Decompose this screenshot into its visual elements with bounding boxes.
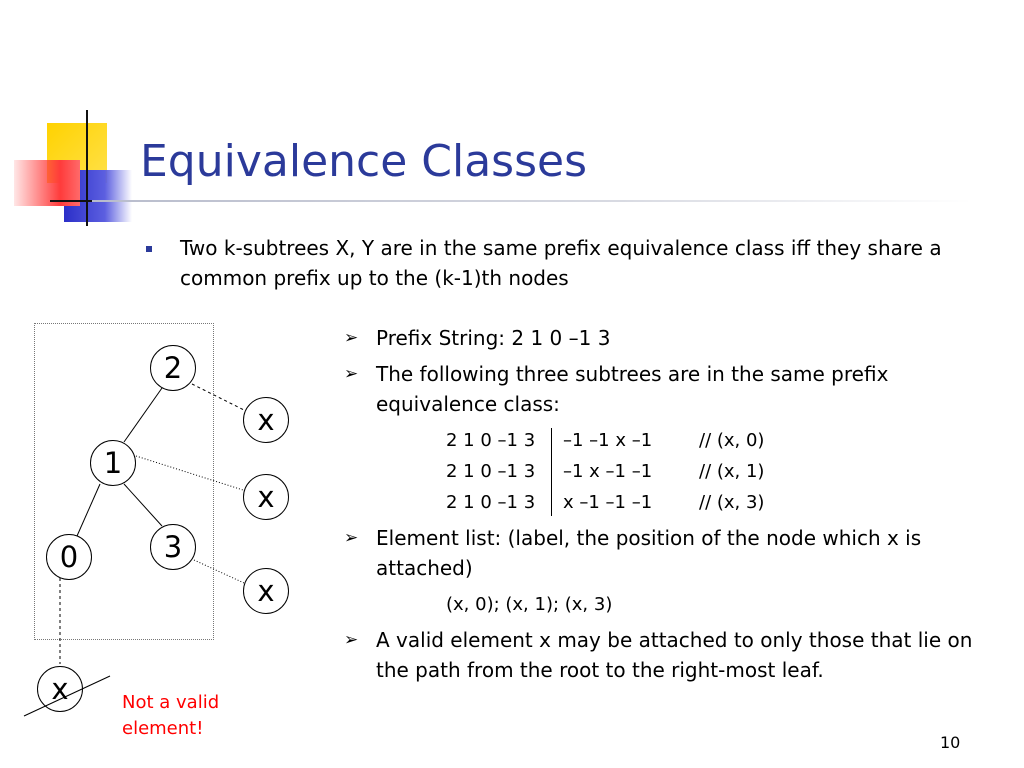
- logo-vertical-line: [86, 110, 88, 226]
- arrow-bullet-icon: ➢: [344, 630, 359, 650]
- point-text: A valid element x may be attached to onl…: [376, 628, 973, 682]
- main-bullet-text: Two k-subtrees X, Y are in the same pref…: [180, 236, 942, 290]
- not-valid-label: Not a valid element!: [122, 692, 220, 739]
- row-comment: // (x, 0): [699, 430, 765, 451]
- bullet-square-icon: [146, 246, 152, 252]
- prefix-column-divider: [426, 428, 552, 516]
- edge-1-0: [76, 483, 101, 537]
- logo-horizontal-line: [50, 200, 105, 202]
- tree-node: 3: [150, 524, 196, 570]
- arrow-bullet-icon: ➢: [344, 364, 359, 384]
- edge-1-3: [123, 483, 163, 527]
- element-list-values: (x, 0); (x, 1); (x, 3): [446, 594, 613, 615]
- row-suffix: –1 –1 x –1: [563, 430, 653, 451]
- point-text: The following three subtrees are in the …: [376, 362, 889, 416]
- edge-2-x: [191, 383, 245, 411]
- arrow-bullet-icon: ➢: [344, 328, 359, 348]
- row-comment: // (x, 3): [699, 492, 765, 513]
- tree-node: 2: [150, 345, 196, 391]
- row-suffix: –1 x –1 –1: [563, 461, 653, 482]
- tree-node-x-invalid: x: [37, 666, 83, 712]
- tree-node-x: x: [243, 474, 289, 520]
- point-text: Prefix String: 2 1 0 –1 3: [376, 326, 611, 350]
- point-text: Element list: (label, the position of th…: [376, 526, 922, 580]
- edge-1-x: [135, 455, 244, 491]
- slide-title: Equivalence Classes: [140, 136, 588, 187]
- tree-node: 1: [90, 440, 136, 486]
- row-prefix: 2 1 0 –1 3: [446, 430, 536, 451]
- row-prefix: 2 1 0 –1 3: [446, 492, 536, 513]
- tree-node-x: x: [243, 397, 289, 443]
- row-suffix: x –1 –1 –1: [563, 492, 653, 513]
- edge-3-x: [193, 559, 245, 584]
- row-comment: // (x, 1): [699, 461, 765, 482]
- title-underline: [92, 200, 972, 202]
- tree-node: 0: [46, 534, 92, 580]
- row-prefix: 2 1 0 –1 3: [446, 461, 536, 482]
- logo-red-square: [14, 160, 80, 206]
- arrow-bullet-icon: ➢: [344, 528, 359, 548]
- page-number: 10: [940, 733, 961, 752]
- tree-node-x: x: [243, 568, 289, 614]
- edge-2-1: [123, 387, 163, 443]
- subtree-dotted-box: [34, 323, 214, 640]
